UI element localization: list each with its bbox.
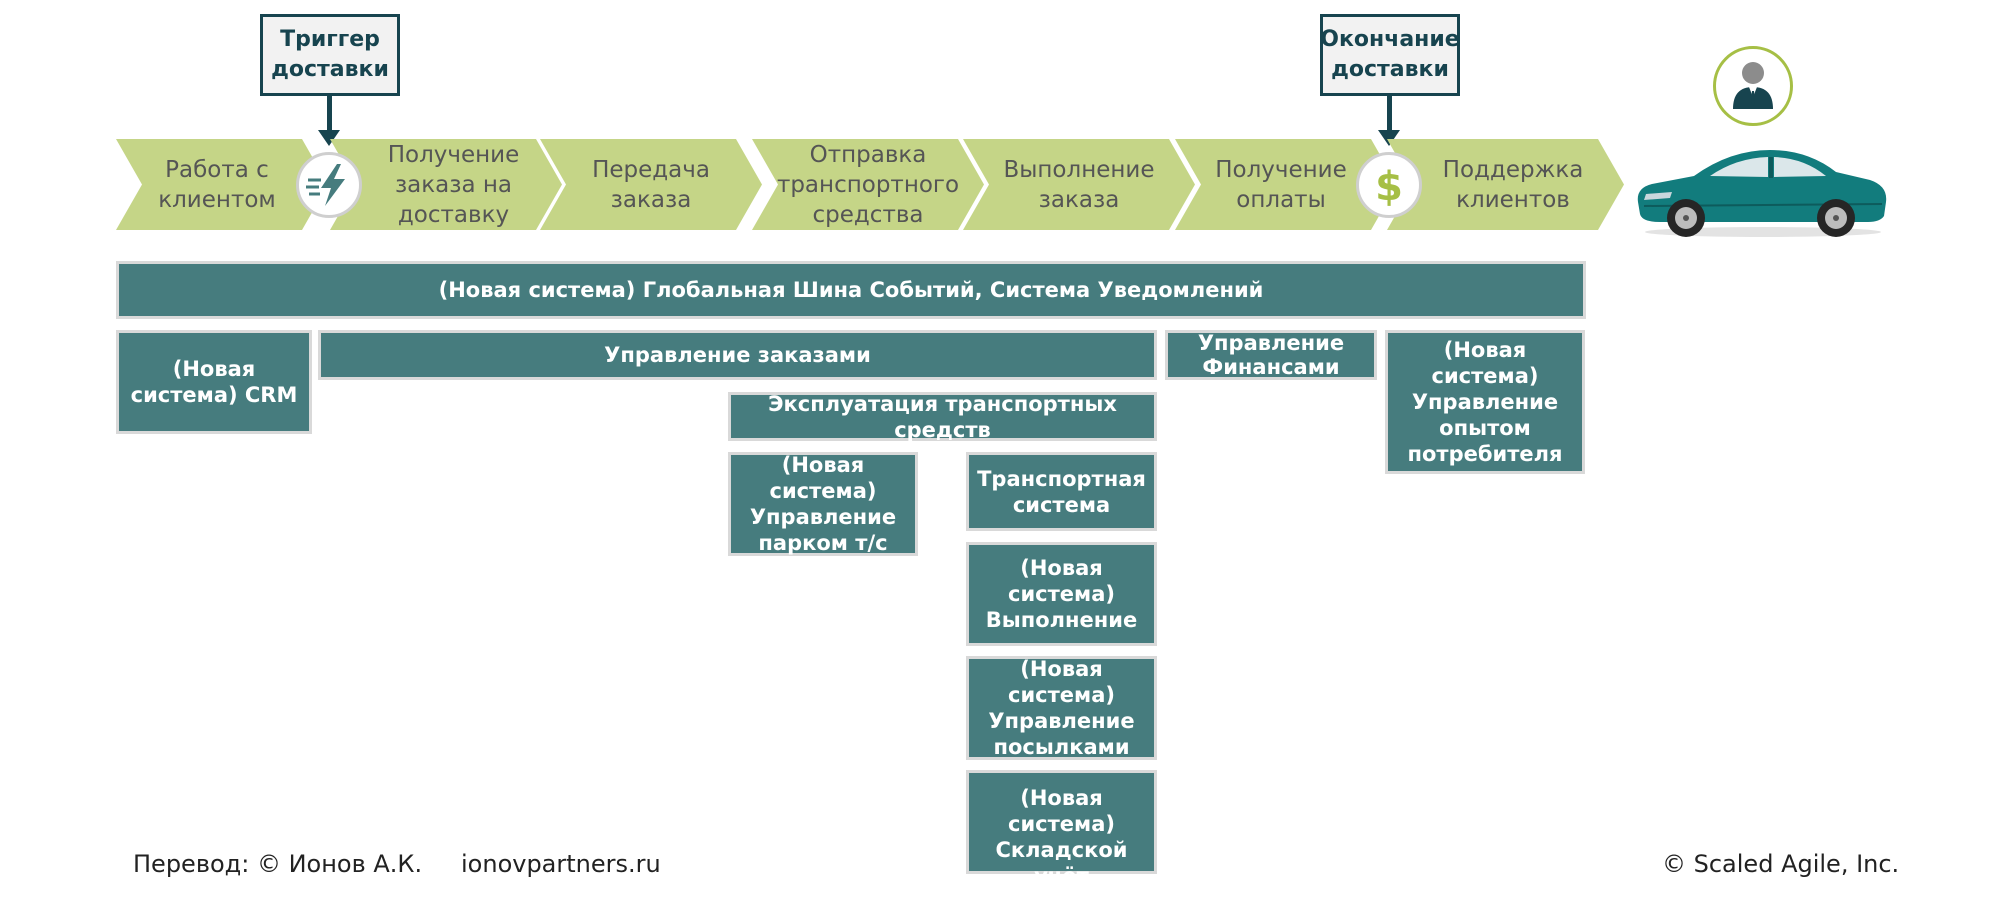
stage-label: Получение заказа на доставку (387, 141, 520, 228)
lightning-icon (306, 164, 345, 206)
stage-label: Получение оплаты (1215, 156, 1347, 213)
stage-label: Работа с клиентом (158, 156, 276, 213)
trigger-arrow-stem (327, 96, 332, 130)
system-label: (Новая система) Управление парком т/с (749, 453, 897, 555)
stage-vehicle-dispatch: Отправка транспортного средства (752, 139, 984, 230)
person-icon (1733, 62, 1773, 109)
customer-avatar (1713, 46, 1793, 126)
stage-order-fulfillment: Выполнение заказа (963, 139, 1195, 230)
system-label: (Новая система) Управление опытом потреб… (1407, 338, 1563, 466)
system-label: (Новая система) Глобальная Шина Событий,… (438, 278, 1264, 302)
stage-label: Передача заказа (592, 156, 710, 213)
stage-label: Выполнение заказа (1003, 156, 1155, 213)
delivery-trigger-label: Триггер доставки (271, 27, 389, 82)
end-arrow-stem (1387, 96, 1392, 130)
customer-experience-system: (Новая система) Управление опытом потреб… (1385, 330, 1585, 474)
car-icon (1637, 150, 1887, 237)
vehicle-operations-system: Эксплуатация транспортных средств (728, 391, 1157, 442)
delivery-trigger-callout: Триггер доставки (260, 14, 400, 96)
crm-system: (Новая система) CRM (116, 330, 312, 434)
transport-system: Транспортная система (966, 452, 1157, 531)
translation-credit: Перевод: © Ионов А.К. (133, 850, 423, 878)
website-link[interactable]: ionovpartners.ru (461, 850, 661, 878)
stage-order-transfer: Передача заказа (540, 139, 762, 230)
stage-order-receipt: Получение заказа на доставку (330, 139, 562, 230)
dollar-icon: $ (1375, 164, 1403, 210)
order-management-system: Управление заказами (318, 330, 1157, 380)
finance-management-system: Управление Финансами (1165, 330, 1377, 380)
system-label: Эксплуатация транспортных средств (768, 391, 1117, 442)
svg-text:$: $ (1375, 164, 1403, 210)
system-label: (Новая система) CRM (130, 357, 298, 407)
parcel-management-system: (Новая система) Управление посылками (966, 656, 1157, 760)
system-label: (Новая система) Управление посылками (988, 657, 1135, 759)
system-label: (Новая система) Выполнение (985, 556, 1138, 632)
payment-circle: $ (1356, 152, 1422, 218)
system-label: Управление заказами (604, 343, 871, 367)
copyright: © Scaled Agile, Inc. (1662, 850, 1900, 878)
system-label: Транспортная система (977, 466, 1146, 517)
event-bus-system: (Новая система) Глобальная Шина Событий,… (116, 261, 1586, 319)
system-label: (Новая система) Складской учёт (995, 786, 1128, 888)
stage-label: Отправка транспортного средства (776, 141, 960, 228)
stage-label: Поддержка клиентов (1442, 156, 1584, 213)
stage-customer-work: Работа с клиентом (116, 139, 328, 230)
fulfillment-system: (Новая система) Выполнение (966, 542, 1157, 646)
fleet-management-system: (Новая система) Управление парком т/с (728, 452, 918, 556)
stage-customer-support: Поддержка клиентов (1387, 139, 1624, 230)
warehouse-system: (Новая система) Складской учёт (966, 770, 1157, 888)
delivery-end-label: Окончание доставки (1320, 27, 1460, 82)
system-label: Управление Финансами (1197, 331, 1345, 379)
delivery-end-callout: Окончание доставки (1320, 14, 1460, 96)
trigger-circle (296, 152, 362, 218)
